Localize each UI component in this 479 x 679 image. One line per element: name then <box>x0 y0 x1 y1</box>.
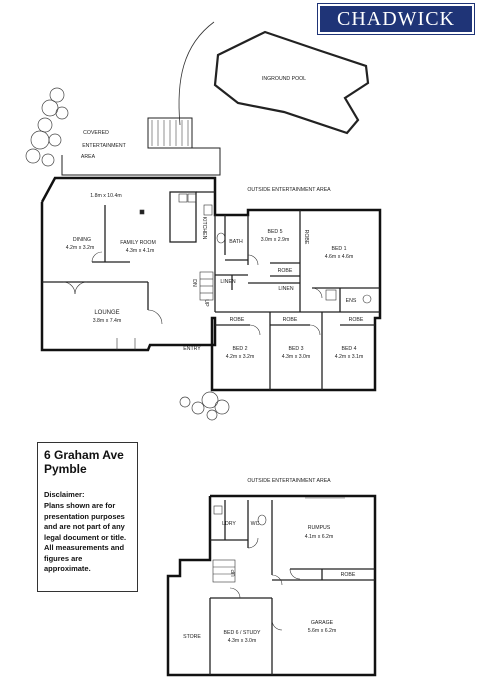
lower-robe-label: ROBE <box>341 572 356 578</box>
lower-floor-inner-walls <box>209 500 375 675</box>
bed5-dim-label: 3.0m x 2.9m <box>261 237 290 243</box>
bed2-robe-label: ROBE <box>230 317 245 323</box>
lower-floor-walls <box>166 494 377 677</box>
address-line2: Pymble <box>44 462 87 476</box>
lounge-dim-label: 3.8m x 7.4m <box>93 318 122 324</box>
store-label: STORE <box>183 634 201 640</box>
bed3-label: BED 3 <box>289 346 304 352</box>
garage-label: GARAGE <box>311 620 334 626</box>
pool-outline <box>213 30 370 135</box>
lower-floor-fixtures <box>212 497 345 631</box>
bed6-label: BED 6 / STUDY <box>224 630 261 636</box>
bed1-dim-label: 4.6m x 4.6m <box>325 254 354 260</box>
entry-label: ENTRY <box>183 346 201 352</box>
wc-label: WC <box>251 521 260 527</box>
bed4-robe-label: ROBE <box>349 317 364 323</box>
covered-label-3: AREA <box>81 154 96 160</box>
property-info-box: 6 Graham Ave Pymble Disclaimer: Plans sh… <box>37 442 138 592</box>
upper-floor-inner-walls <box>42 191 380 390</box>
bath-label: BATH <box>229 239 243 245</box>
dn-label: DN <box>191 279 197 287</box>
pool-label: INGROUND POOL <box>262 76 306 82</box>
upper-floor-walls <box>40 176 382 392</box>
lower-up-label: UP <box>231 569 237 577</box>
ldry-label: LDRY <box>222 521 236 527</box>
bed1-label: BED 1 <box>332 246 347 252</box>
chadwick-logo: CHADWICK <box>317 3 475 35</box>
bed4-dim-label: 4.2m x 3.1m <box>335 354 364 360</box>
bed2-label: BED 2 <box>233 346 248 352</box>
dining-label: DINING <box>73 237 91 243</box>
bed2-dim-label: 4.2m x 3.2m <box>226 354 255 360</box>
outside-lower-label: OUTSIDE ENTERTAINMENT AREA <box>247 478 331 484</box>
garage-dim-label: 5.6m x 6.2m <box>308 628 337 634</box>
linen-label-2: LINEN <box>278 286 294 292</box>
linen-label-1: LINEN <box>220 279 236 285</box>
lounge-label: LOUNGE <box>94 310 119 316</box>
up-label: UP <box>203 299 209 307</box>
kitchen-label: KITCHEN <box>201 217 207 240</box>
path-curve <box>178 21 215 126</box>
family-room-dim-label: 4.3m x 4.1m <box>126 248 155 254</box>
covered-label-2: ENTERTAINMENT <box>82 143 126 149</box>
dining-dim-label: 4.2m x 3.2m <box>66 245 95 251</box>
bed4-label: BED 4 <box>342 346 357 352</box>
bed5-label: BED 5 <box>268 229 283 235</box>
rumpus-dim-label: 4.1m x 6.2m <box>305 534 334 540</box>
garden-trees <box>25 87 230 421</box>
disclaimer-heading: Disclaimer: <box>44 490 85 499</box>
address-line1: 6 Graham Ave <box>44 448 124 462</box>
robe-vertical-label: ROBE <box>303 230 309 245</box>
bed3-dim-label: 4.3m x 3.0m <box>282 354 311 360</box>
covered-area <box>61 117 221 176</box>
disclaimer-text: Plans shown are for presentation purpose… <box>44 501 127 573</box>
bed5-robe-label: ROBE <box>278 268 293 274</box>
deck-dim-label: 1.8m x 10.4m <box>90 193 121 199</box>
bed6-dim-label: 4.3m x 3.0m <box>228 638 257 644</box>
ens-label: ENS <box>346 298 357 304</box>
outside-upper-label: OUTSIDE ENTERTAINMENT AREA <box>247 187 331 193</box>
upper-floor-fixtures <box>62 193 372 350</box>
rumpus-label: RUMPUS <box>308 525 331 531</box>
family-room-label: FAMILY ROOM <box>120 240 156 246</box>
covered-label-1: COVERED <box>83 130 109 136</box>
bed3-robe-label: ROBE <box>283 317 298 323</box>
